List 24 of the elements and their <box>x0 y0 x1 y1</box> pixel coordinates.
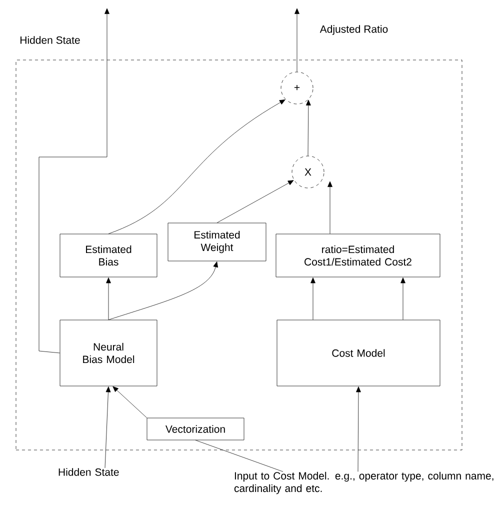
module-boundary <box>16 60 462 450</box>
process-box: Estimated Bias <box>60 234 158 278</box>
edge-label: Adjusted Ratio <box>320 25 388 35</box>
arrow <box>112 386 147 418</box>
arrow <box>104 386 111 468</box>
input-label: Input to Cost Model. e.g., operator type, column name, cardinality and etc. <box>234 472 494 494</box>
process-box: ratio=Estimated Cost1/Estimated Cost2 <box>276 234 440 278</box>
arrow <box>356 386 361 472</box>
process-box: Cost Model <box>276 320 440 386</box>
process-box: Vectorization <box>146 418 244 440</box>
arrow <box>38 8 110 354</box>
input-label: Hidden State <box>58 468 119 476</box>
arrow <box>306 100 311 156</box>
arrow <box>294 8 300 72</box>
arrow <box>310 278 316 320</box>
arrow <box>216 180 294 223</box>
arrow <box>108 262 218 320</box>
arrow <box>106 278 111 320</box>
process-box: Estimated Weight <box>168 222 266 262</box>
arrow <box>328 181 332 234</box>
arrow <box>108 100 286 234</box>
process-box: Neural Bias Model <box>60 320 158 386</box>
arrow <box>400 278 406 320</box>
edge-label: Hidden State <box>20 36 80 44</box>
